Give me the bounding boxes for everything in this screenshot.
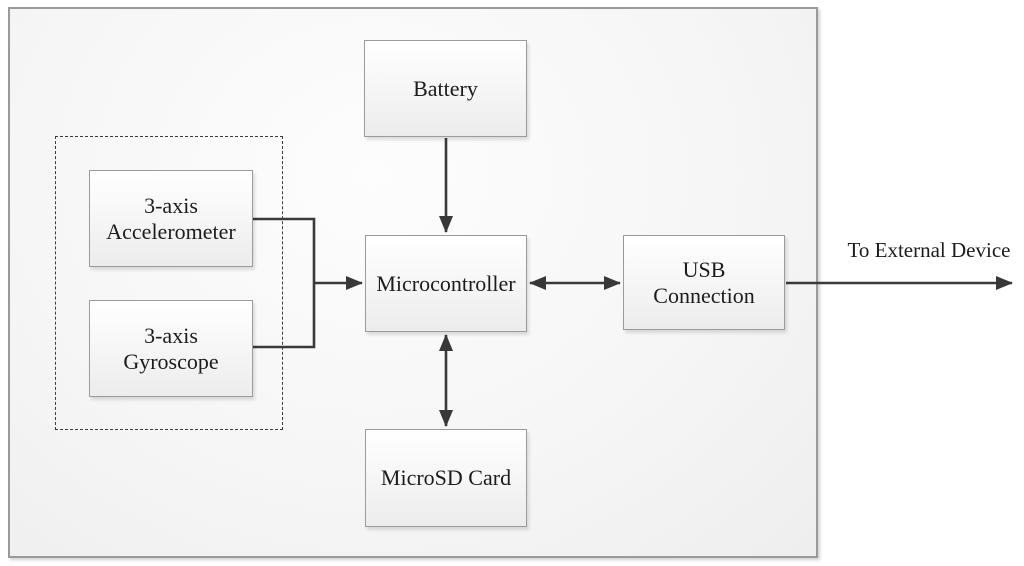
accelerometer-label: 3-axis Accelerometer <box>106 192 236 244</box>
node-usb-connection: USB Connection <box>623 235 785 330</box>
gyroscope-label: 3-axis Gyroscope <box>123 322 219 374</box>
usb-connection-label: USB Connection <box>653 256 755 308</box>
node-microsd-card: MicroSD Card <box>365 429 527 527</box>
node-microcontroller: Microcontroller <box>365 235 527 332</box>
node-accelerometer: 3-axis Accelerometer <box>89 170 253 267</box>
microcontroller-label: Microcontroller <box>376 270 516 296</box>
microsd-card-label: MicroSD Card <box>380 465 512 490</box>
battery-label: Battery <box>413 75 478 101</box>
external-device-label: To External Device <box>847 238 1011 262</box>
node-gyroscope: 3-axis Gyroscope <box>89 300 253 397</box>
node-battery: Battery <box>364 40 527 137</box>
